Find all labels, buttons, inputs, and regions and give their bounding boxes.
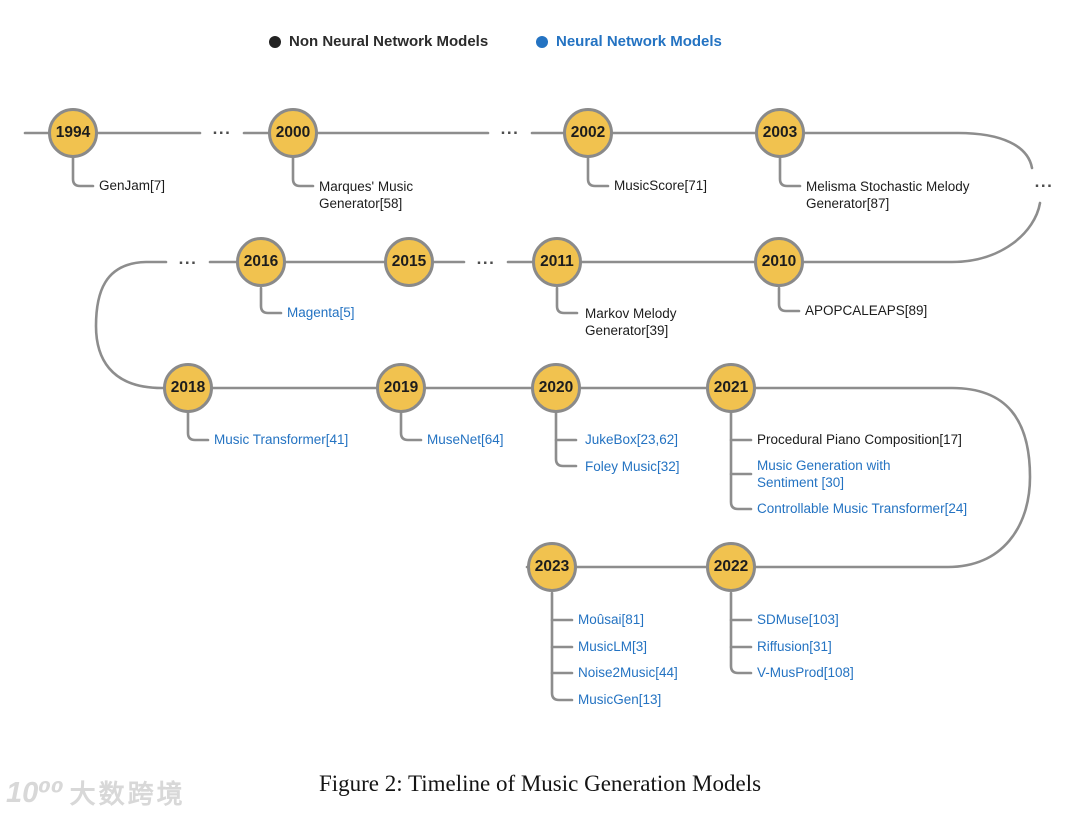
model-label: MuseNet[64] (427, 432, 504, 447)
timeline-node-2010: 2010 (754, 237, 804, 287)
model-label: Marques' Music Generator[58] (319, 179, 414, 211)
non-neural-dot-icon (269, 35, 281, 48)
legend-item-non-neural: Non Neural Network Models (269, 33, 488, 50)
year-label: 2023 (534, 558, 570, 575)
model-label: Procedural Piano Composition[17] (757, 432, 962, 447)
year-label: 2021 (713, 379, 749, 396)
legend-item-neural: Neural Network Models (536, 33, 722, 50)
model-label: MusicGen[13] (578, 692, 662, 707)
model-label: Foley Music[32] (585, 459, 680, 474)
timeline-node-2019: 2019 (376, 363, 426, 413)
model-label: V-MusProd[108] (757, 665, 854, 680)
legend-label: Non Neural Network Models (289, 33, 489, 50)
model-label: Music Generation with Sentiment [30] (757, 458, 891, 490)
ellipsis: ... (500, 119, 520, 138)
node-label-stems (71, 156, 802, 702)
timeline-node-2022: 2022 (706, 542, 756, 592)
model-label: Riffusion[31] (757, 639, 832, 654)
year-label: 2000 (275, 124, 311, 141)
year-label: 1994 (55, 124, 91, 141)
model-label: Moûsai[81] (578, 612, 645, 627)
ellipsis: ... (212, 119, 232, 138)
model-label: MusicLM[3] (578, 639, 648, 654)
model-label: MusicScore[71] (614, 178, 708, 193)
model-label: Melisma Stochastic Melody Generator[87] (806, 179, 970, 211)
model-label: Markov Melody Generator[39] (585, 306, 677, 338)
ellipsis: ... (1034, 172, 1054, 191)
legend: Non Neural Network Models Neural Network… (0, 33, 1080, 53)
year-label: 2018 (170, 379, 206, 396)
ellipsis: ... (178, 249, 198, 268)
watermark-text: 大数跨境 (69, 780, 186, 810)
timeline-node-2011: 2011 (532, 237, 582, 287)
model-label: Noise2Music[44] (578, 665, 678, 680)
neural-dot-icon (536, 35, 548, 48)
timeline-node-2000: 2000 (268, 108, 318, 158)
model-label: APOPCALEAPS[89] (805, 303, 928, 318)
model-label: Controllable Music Transformer[24] (757, 501, 968, 516)
year-label: 2019 (383, 379, 419, 396)
model-label: Music Transformer[41] (214, 432, 349, 447)
timeline-node-2002: 2002 (563, 108, 613, 158)
year-label: 2002 (570, 124, 606, 141)
legend-label: Neural Network Models (556, 33, 722, 50)
model-label: Magenta[5] (287, 305, 355, 320)
year-label: 2015 (391, 253, 427, 270)
timeline-node-2003: 2003 (755, 108, 805, 158)
year-label: 2011 (540, 253, 574, 270)
model-label: GenJam[7] (99, 178, 166, 193)
timeline-node-2016: 2016 (236, 237, 286, 287)
figure-caption: Figure 2: Timeline of Music Generation M… (318, 771, 762, 796)
timeline-node-2015: 2015 (384, 237, 434, 287)
watermark-logo-icon: 10⁰⁰ (6, 777, 64, 809)
model-label: JukeBox[23,62] (585, 432, 679, 447)
year-label: 2003 (762, 124, 798, 141)
timeline-node-2023: 2023 (527, 542, 577, 592)
watermark: 10⁰⁰ 大数跨境 (6, 774, 186, 811)
year-label: 2022 (713, 558, 749, 575)
timeline-node-2020: 2020 (531, 363, 581, 413)
ellipsis: ... (476, 249, 496, 268)
year-label: 2010 (761, 253, 797, 270)
model-label: SDMuse[103] (757, 612, 839, 627)
timeline-node-1994: 1994 (48, 108, 98, 158)
year-label: 2020 (538, 379, 574, 396)
year-label: 2016 (243, 253, 279, 270)
timeline-node-2018: 2018 (163, 363, 213, 413)
timeline-node-2021: 2021 (706, 363, 756, 413)
